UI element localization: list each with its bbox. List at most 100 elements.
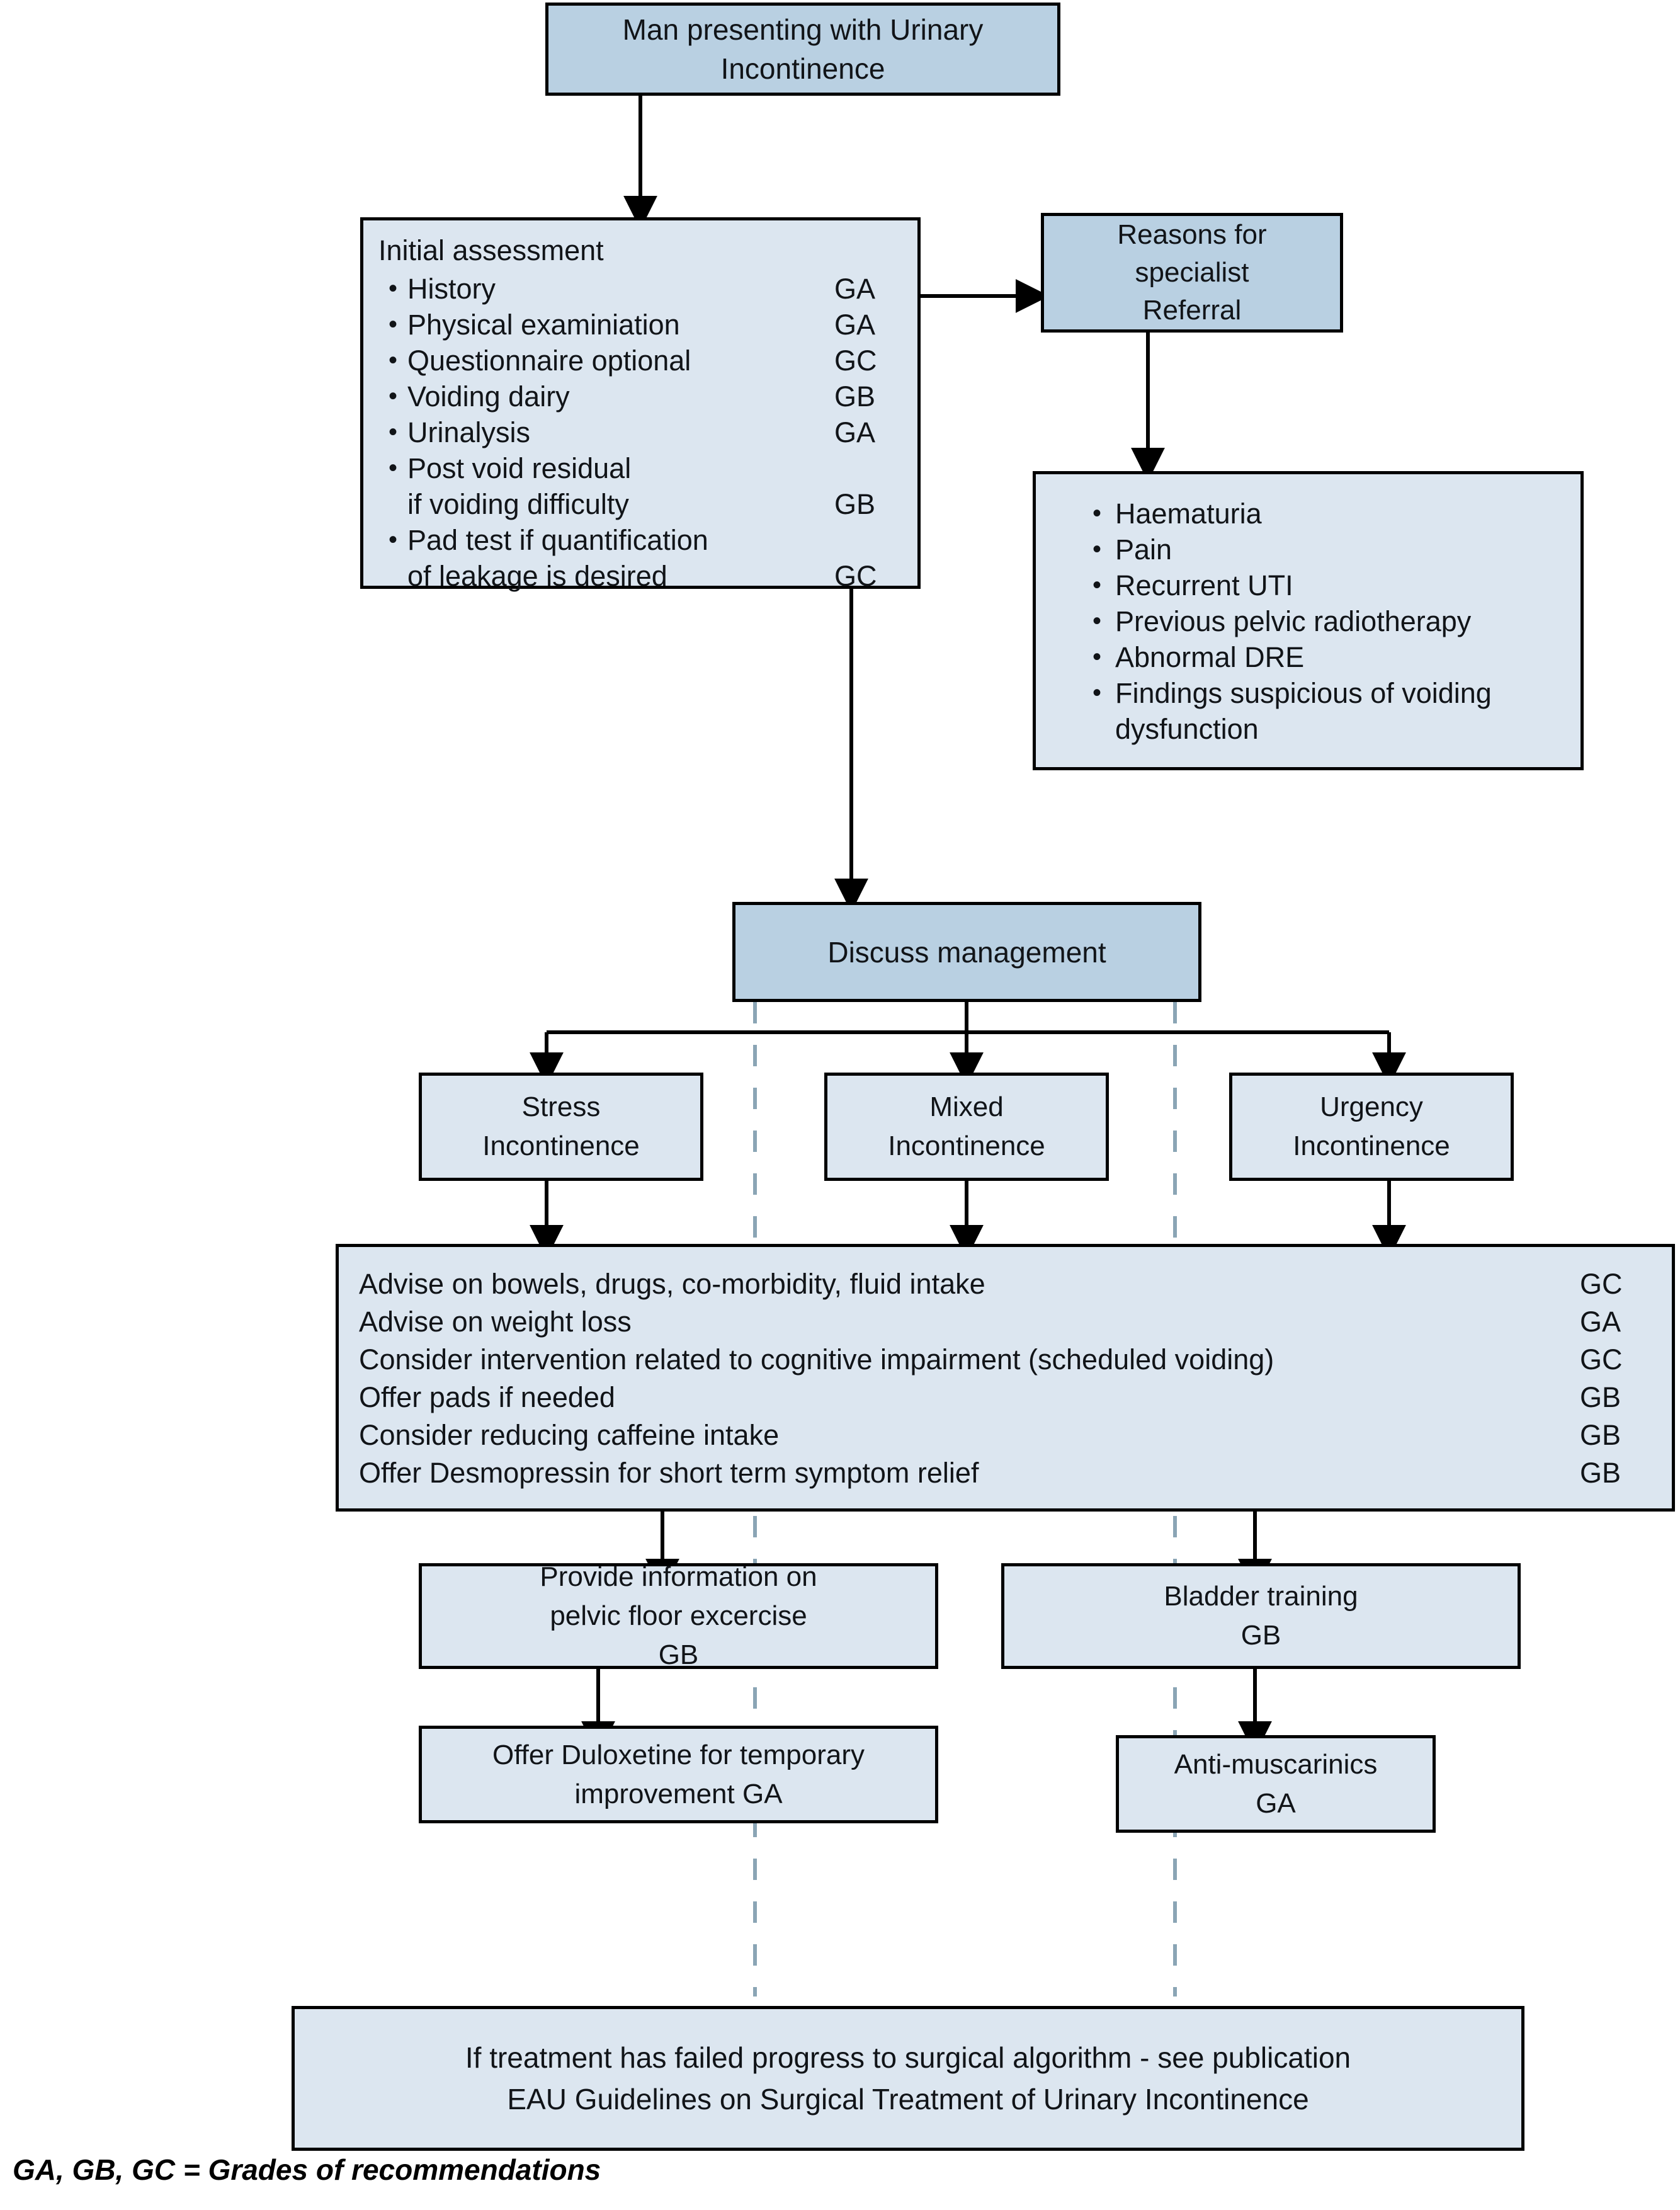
advice-row: Offer pads if needed GB: [359, 1379, 1655, 1416]
referral-reason-item: • Haematuria: [1079, 496, 1562, 532]
bullet-icon: •: [1092, 571, 1101, 599]
advice-text: Consider intervention related to cogniti…: [359, 1343, 1274, 1376]
bullet-icon: •: [388, 346, 397, 374]
bullet-icon: •: [388, 310, 397, 338]
node-stress-incontinence[interactable]: Stress Incontinence: [419, 1073, 703, 1181]
referral-line-3: Referral: [1142, 295, 1242, 326]
referral-reason-item: • Pain: [1079, 532, 1562, 567]
assessment-item-text: Questionnaire optional: [407, 345, 691, 377]
assessment-item-grade: GB: [834, 488, 876, 520]
assessment-item-text: Urinalysis: [407, 416, 531, 448]
node-anti-muscarinics[interactable]: Anti-muscarinics GA: [1116, 1735, 1436, 1833]
advice-text: Offer pads if needed: [359, 1381, 615, 1413]
referral-reason-text: Recurrent UTI: [1115, 569, 1293, 601]
node-entry-man-presenting[interactable]: Man presenting with Urinary Incontinence: [545, 3, 1060, 96]
stress-line-1: Stress: [521, 1091, 601, 1122]
node-offer-duloxetine[interactable]: Offer Duloxetine for temporary improveme…: [419, 1726, 938, 1823]
bullet-icon: •: [1092, 499, 1101, 527]
advice-row: Advise on weight loss GA: [359, 1303, 1655, 1341]
referral-line-2: specialist: [1135, 257, 1249, 288]
assessment-item-text: Post void residual: [407, 452, 632, 484]
assessment-item-grade: GC: [834, 560, 877, 592]
node-initial-assessment[interactable]: Initial assessment • History GA • Physic…: [360, 217, 921, 592]
assessment-item: • Questionnaire optional GC: [378, 343, 904, 379]
referral-line-1: Reasons for: [1117, 219, 1267, 250]
pelvic-line-1: Provide information on: [540, 1561, 817, 1592]
assessment-item-text: Pad test if quantification: [407, 524, 708, 556]
urgency-line-1: Urgency: [1320, 1091, 1423, 1122]
urgency-line-2: Incontinence: [1293, 1131, 1450, 1161]
referral-reason-text: Findings suspicious of voiding: [1115, 677, 1492, 709]
bullet-icon: •: [1092, 679, 1101, 707]
bullet-icon: •: [1092, 535, 1101, 563]
node-referral-reasons-list[interactable]: • Haematuria • Pain • Recurrent UTI • Pr…: [1033, 471, 1584, 770]
node-pelvic-floor-exercise[interactable]: Provide information on pelvic floor exce…: [419, 1561, 938, 1670]
bullet-icon: •: [388, 382, 397, 410]
mixed-line-2: Incontinence: [888, 1131, 1045, 1161]
assessment-item: • Post void residual if voiding difficul…: [378, 450, 904, 522]
advice-text: Offer Desmopressin for short term sympto…: [359, 1456, 979, 1489]
referral-reason-text-2: dysfunction: [1115, 713, 1259, 745]
entry-line-2: Incontinence: [720, 52, 885, 85]
referral-reason-text: Haematuria: [1115, 498, 1262, 530]
advice-grade: GB: [1580, 1418, 1621, 1451]
pelvic-grade: GB: [658, 1639, 699, 1670]
assessment-item-grade: GA: [834, 309, 876, 341]
duloxetine-line-2: improvement GA: [574, 1778, 783, 1809]
bladder-grade: GB: [1240, 1620, 1281, 1651]
advice-row: Advise on bowels, drugs, co-morbidity, f…: [359, 1265, 1655, 1303]
node-bladder-training[interactable]: Bladder training GB: [1001, 1563, 1521, 1669]
final-line-2: EAU Guidelines on Surgical Treatment of …: [507, 2083, 1309, 2116]
assessment-item-grade: GC: [834, 345, 877, 377]
assessment-item-grade: GA: [834, 273, 876, 305]
node-general-advice[interactable]: Advise on bowels, drugs, co-morbidity, f…: [336, 1244, 1675, 1512]
bullet-icon: •: [388, 454, 397, 482]
advice-grade: GB: [1580, 1381, 1621, 1413]
assessment-item: • Urinalysis GA: [378, 414, 904, 450]
node-reasons-for-referral[interactable]: Reasons for specialist Referral: [1041, 213, 1343, 333]
advice-grade: GB: [1580, 1456, 1621, 1489]
assessment-item-text: Physical examiniation: [407, 309, 680, 341]
assessment-item-text-2: if voiding difficulty: [407, 488, 629, 520]
referral-reason-text: Previous pelvic radiotherapy: [1115, 605, 1472, 637]
referral-reason-text: Abnormal DRE: [1115, 641, 1305, 673]
assessment-item-text-2: of leakage is desired: [407, 560, 667, 592]
discuss-label: Discuss management: [827, 935, 1106, 969]
node-discuss-management[interactable]: Discuss management: [732, 902, 1201, 1002]
referral-reason-text: Pain: [1115, 533, 1172, 566]
bullet-icon: •: [1092, 643, 1101, 671]
assessment-item-grade: GB: [834, 380, 876, 413]
duloxetine-line-1: Offer Duloxetine for temporary: [492, 1739, 865, 1770]
assessment-item: • Physical examiniation GA: [378, 307, 904, 343]
assessment-item: • Voiding dairy GB: [378, 379, 904, 414]
bullet-icon: •: [388, 418, 397, 446]
referral-reason-item: • Recurrent UTI: [1079, 567, 1562, 603]
assessment-item-text: Voiding dairy: [407, 380, 570, 413]
advice-text: Advise on weight loss: [359, 1305, 632, 1338]
assessment-item-grade: GA: [834, 416, 876, 448]
assessment-item-text: History: [407, 273, 496, 305]
advice-grade: GC: [1580, 1267, 1623, 1300]
grades-footnote: GA, GB, GC = Grades of recommendations: [13, 2153, 601, 2186]
node-urgency-incontinence[interactable]: Urgency Incontinence: [1229, 1073, 1514, 1181]
pelvic-line-2: pelvic floor excercise: [550, 1600, 807, 1631]
node-mixed-incontinence[interactable]: Mixed Incontinence: [824, 1073, 1109, 1181]
advice-row: Consider reducing caffeine intake GB: [359, 1416, 1655, 1454]
referral-reason-item: • Previous pelvic radiotherapy: [1079, 603, 1562, 639]
assessment-item: • Pad test if quantification of leakage …: [378, 522, 904, 594]
referral-reason-item: • Findings suspicious of voiding dysfunc…: [1079, 675, 1562, 747]
entry-line-1: Man presenting with Urinary: [622, 13, 984, 46]
final-line-1: If treatment has failed progress to surg…: [465, 2041, 1351, 2074]
antimuscarinics-line-1: Anti-muscarinics: [1174, 1748, 1378, 1780]
advice-grade: GC: [1580, 1343, 1623, 1376]
bullet-icon: •: [1092, 607, 1101, 635]
assessment-title: Initial assessment: [378, 234, 604, 266]
bullet-icon: •: [388, 275, 397, 302]
node-surgical-algorithm-reference[interactable]: If treatment has failed progress to surg…: [292, 2006, 1524, 2151]
stress-line-2: Incontinence: [482, 1131, 640, 1161]
bullet-icon: •: [388, 526, 397, 554]
advice-row: Offer Desmopressin for short term sympto…: [359, 1454, 1655, 1492]
antimuscarinics-grade: GA: [1256, 1787, 1296, 1819]
advice-row: Consider intervention related to cogniti…: [359, 1341, 1655, 1379]
